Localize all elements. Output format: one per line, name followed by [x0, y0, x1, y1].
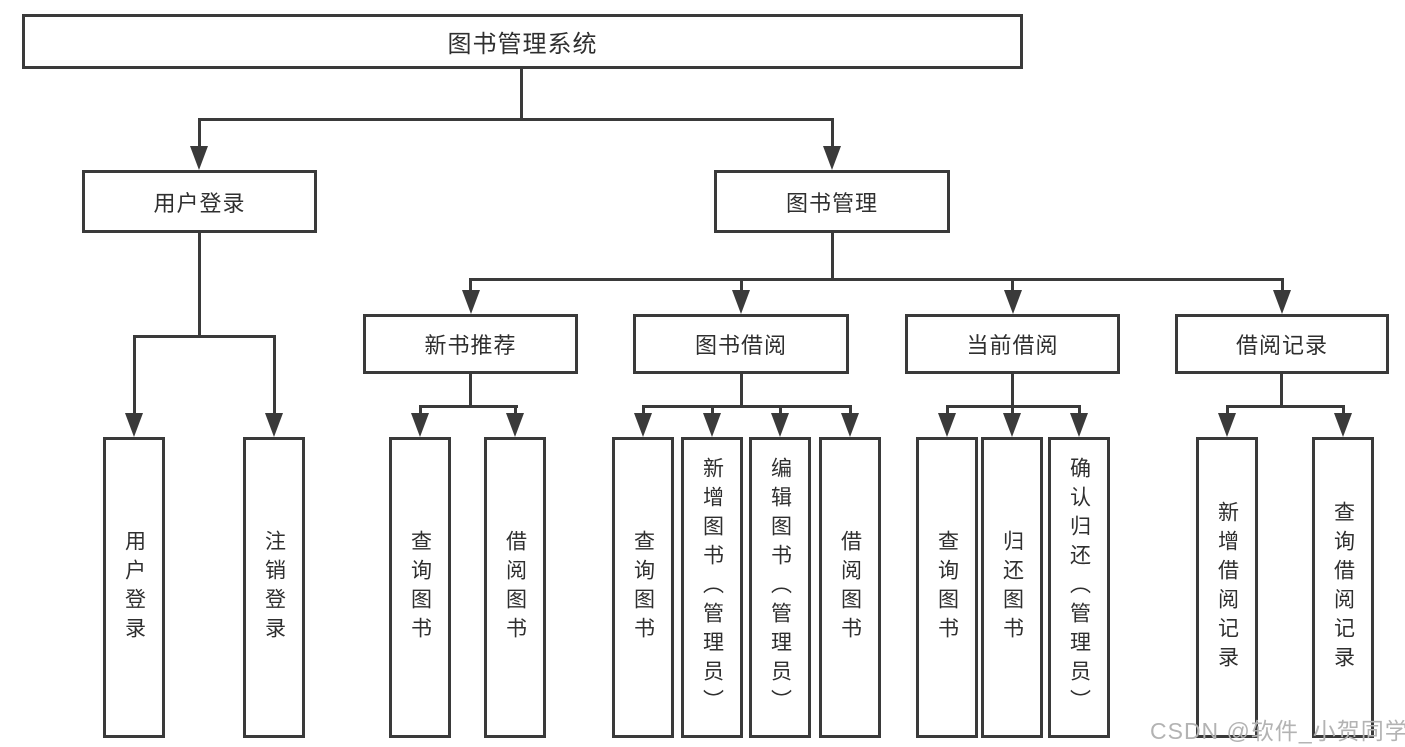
node-borrowing-records: 借阅记录 [1175, 314, 1389, 374]
connector-line [198, 118, 834, 121]
arrowhead-down [462, 290, 480, 314]
connector-line [419, 405, 518, 408]
arrowhead-down [1273, 290, 1291, 314]
node-book-management: 图书管理 [714, 170, 950, 233]
node-label: 编辑图书（管理员） [768, 457, 792, 718]
connector-line [419, 405, 422, 419]
connector-line [849, 405, 852, 419]
node-label: 图书借阅 [694, 333, 787, 358]
connector-line [198, 118, 201, 150]
node-label: 图书管理系统 [447, 31, 598, 58]
node-book-borrowing: 图书借阅 [633, 314, 849, 374]
arrowhead-down [1003, 413, 1021, 437]
arrowhead-down [411, 413, 429, 437]
node-label: 借阅图书 [503, 529, 527, 646]
connector-line [642, 405, 645, 419]
leaf-user-login: 用户登录 [103, 437, 165, 738]
node-label: 用户登录 [153, 190, 246, 216]
arrowhead-down [265, 413, 283, 437]
leaf-borrow-books-recommend: 借阅图书 [484, 437, 546, 738]
leaf-logout: 注销登录 [243, 437, 305, 738]
node-label: 归还图书 [1000, 529, 1024, 646]
arrowhead-down [506, 413, 524, 437]
node-current-borrowing: 当前借阅 [905, 314, 1120, 374]
connector-line [711, 405, 714, 419]
leaf-confirm-return-admin: 确认归还（管理员） [1048, 437, 1110, 738]
leaf-query-books-current: 查询图书 [916, 437, 978, 738]
connector-line [642, 405, 852, 408]
connector-line [1226, 405, 1229, 419]
node-label: 当前借阅 [966, 333, 1059, 358]
connector-line [520, 68, 523, 120]
connector-line [1011, 405, 1014, 419]
arrowhead-down [938, 413, 956, 437]
connector-line [1342, 405, 1345, 419]
connector-line [133, 335, 276, 338]
node-label: 借阅图书 [838, 529, 862, 646]
arrowhead-down [1334, 413, 1352, 437]
node-label: 查询图书 [631, 529, 655, 646]
leaf-add-book-admin: 新增图书（管理员） [681, 437, 743, 738]
leaf-query-books-borrowing: 查询图书 [612, 437, 674, 738]
node-label: 新书推荐 [424, 333, 517, 358]
arrowhead-down [841, 413, 859, 437]
node-label: 确认归还（管理员） [1067, 457, 1091, 718]
arrowhead-down [190, 146, 208, 170]
connector-line [133, 335, 136, 417]
arrowhead-down [125, 413, 143, 437]
leaf-return-book: 归还图书 [981, 437, 1043, 738]
connector-line [1226, 405, 1345, 408]
node-label: 图书管理 [785, 190, 878, 216]
node-label: 借阅记录 [1235, 333, 1328, 358]
node-new-book-recommend: 新书推荐 [363, 314, 578, 374]
arrowhead-down [1070, 413, 1088, 437]
arrowhead-down [771, 413, 789, 437]
leaf-query-borrow-record: 查询借阅记录 [1312, 437, 1374, 738]
connector-line [273, 335, 276, 417]
arrowhead-down [703, 413, 721, 437]
connector-line [469, 278, 472, 294]
connector-line [831, 118, 834, 150]
connector-line [740, 374, 743, 408]
connector-line [1281, 278, 1284, 294]
arrowhead-down [823, 146, 841, 170]
leaf-edit-book-admin: 编辑图书（管理员） [749, 437, 811, 738]
node-root-library-management-system: 图书管理系统 [22, 14, 1023, 69]
node-label: 注销登录 [262, 529, 286, 646]
node-label: 查询图书 [935, 529, 959, 646]
leaf-add-borrow-record: 新增借阅记录 [1196, 437, 1258, 738]
node-label: 查询图书 [408, 529, 432, 646]
node-label: 新增借阅记录 [1215, 500, 1239, 675]
connector-line [469, 374, 472, 408]
connector-line [779, 405, 782, 419]
connector-line [740, 278, 743, 294]
connector-line [831, 233, 834, 281]
connector-line [946, 405, 949, 419]
leaf-query-books-recommend: 查询图书 [389, 437, 451, 738]
connector-line [198, 233, 201, 337]
connector-line [469, 278, 1284, 281]
node-label: 用户登录 [122, 529, 146, 646]
connector-line [1011, 278, 1014, 294]
node-user-login: 用户登录 [82, 170, 317, 233]
arrowhead-down [1004, 290, 1022, 314]
connector-line [1011, 374, 1014, 408]
csdn-watermark: CSDN @软件_小贺同学 [1150, 718, 1405, 744]
arrowhead-down [732, 290, 750, 314]
node-label: 新增图书（管理员） [700, 457, 724, 718]
node-label: 查询借阅记录 [1331, 500, 1355, 675]
connector-line [1280, 374, 1283, 408]
arrowhead-down [1218, 413, 1236, 437]
arrowhead-down [634, 413, 652, 437]
connector-line [514, 405, 517, 419]
leaf-borrow-books-borrowing: 借阅图书 [819, 437, 881, 738]
connector-line [1078, 405, 1081, 419]
